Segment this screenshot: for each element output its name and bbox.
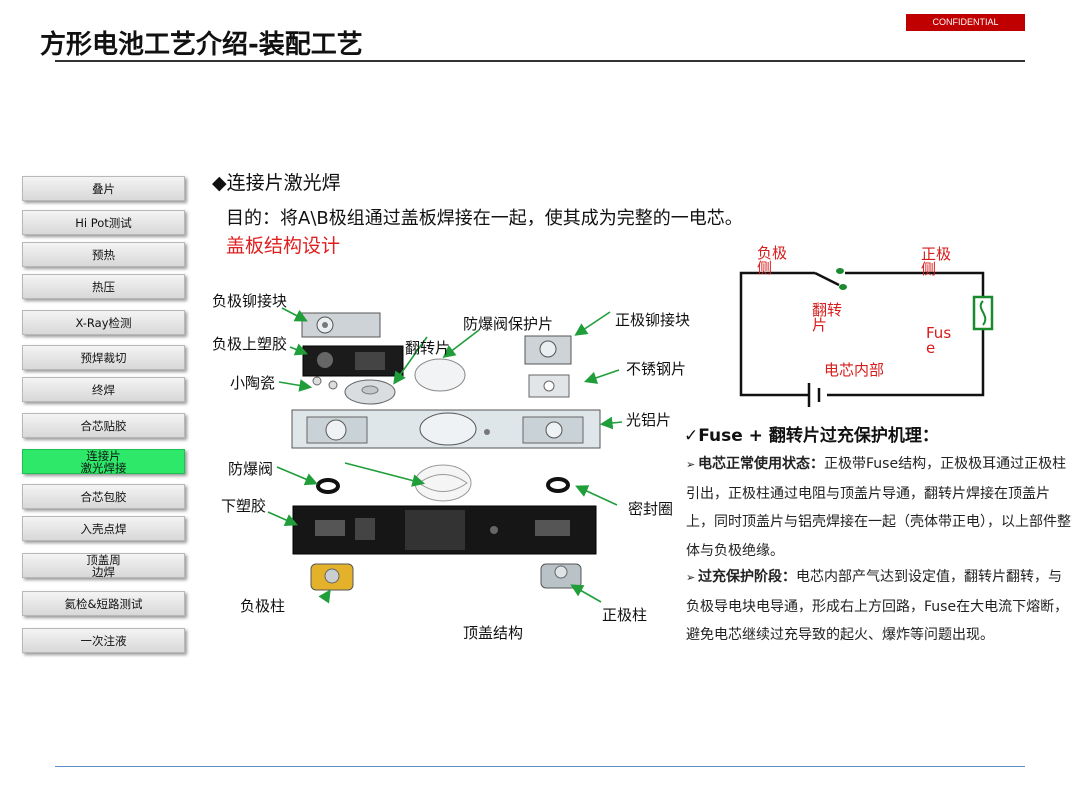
seal-ring-right bbox=[546, 477, 570, 493]
step-xray[interactable]: X-Ray检测 bbox=[22, 310, 185, 335]
normal-state-text: 正极带Fuse结构，正极极耳通过正极柱引出，正极柱通过电阻与顶盖片导通，翻转片焊… bbox=[686, 456, 1071, 559]
pos-rivet-block-part bbox=[524, 335, 572, 365]
bare-aluminum-part bbox=[291, 409, 601, 449]
step-hot-press[interactable]: 热压 bbox=[22, 274, 185, 299]
label-vent: 防爆阀 bbox=[228, 460, 274, 478]
neg-rivet-block-part bbox=[301, 312, 381, 338]
circuit-fuse-label: Fus e bbox=[926, 324, 952, 357]
label-small-ceramic: 小陶瓷 bbox=[230, 374, 276, 392]
bullet-arrow-icon: ➢ bbox=[686, 458, 696, 471]
page-title: 方形电池工艺介绍-装配工艺 bbox=[40, 30, 363, 60]
flip-contact-1 bbox=[836, 268, 844, 274]
overcharge-text: 电芯内部产气达到设定值，翻转片翻转，与负极导电块电导通，形成右上方回路，Fuse… bbox=[686, 569, 1069, 643]
stainless-plate-part bbox=[528, 374, 570, 398]
label-flip-plate: 翻转片 bbox=[405, 339, 451, 357]
cap-design-heading: 盖板结构设计 bbox=[226, 235, 341, 257]
step-prewelding-cutting[interactable]: 预焊裁切 bbox=[22, 345, 185, 370]
lower-plastic-part bbox=[292, 505, 597, 555]
vent-protector-part bbox=[414, 358, 466, 392]
step-stacking[interactable]: 叠片 bbox=[22, 176, 185, 201]
section-heading: ◆连接片激光焊 bbox=[212, 172, 341, 194]
normal-state-paragraph: ➢电芯正常使用状态：正极带Fuse结构，正极极耳通过正极柱引出，正极柱通过电阻与… bbox=[686, 450, 1071, 565]
label-pos-terminal: 正极柱 bbox=[602, 606, 648, 624]
step-core-wrapping[interactable]: 合芯包胶 bbox=[22, 484, 185, 509]
overcharge-paragraph: ➢过充保护阶段：电芯内部产气达到设定值，翻转片翻转，与负极导电块电导通，形成右上… bbox=[686, 563, 1071, 650]
step-case-spot-welding[interactable]: 入壳点焊 bbox=[22, 516, 185, 541]
bullet-arrow-icon: ➢ bbox=[686, 571, 696, 584]
step-preheat[interactable]: 预热 bbox=[22, 242, 185, 267]
label-seal-ring: 密封圈 bbox=[628, 500, 674, 518]
circuit-inner-label: 电芯内部 bbox=[824, 361, 885, 379]
label-lower-plastic: 下塑胶 bbox=[221, 497, 267, 515]
step-hipot-test[interactable]: Hi Pot测试 bbox=[22, 210, 185, 235]
step-first-injection[interactable]: 一次注液 bbox=[22, 628, 185, 653]
circuit-flip-label: 翻转 片 bbox=[812, 301, 843, 334]
cap-exploded-diagram bbox=[267, 307, 623, 604]
footer-divider bbox=[55, 766, 1025, 767]
pos-terminal-part bbox=[540, 563, 582, 589]
overcharge-heading: 过充保护阶段： bbox=[698, 569, 796, 585]
neg-terminal-part bbox=[310, 563, 354, 591]
mechanism-title: ✓Fuse + 翻转片过充保护机理： bbox=[684, 426, 939, 446]
label-cap-structure: 顶盖结构 bbox=[463, 624, 524, 642]
confidential-badge: CONFIDENTIAL bbox=[906, 14, 1025, 31]
flip-contact-2 bbox=[839, 284, 847, 290]
label-neg-upper-plastic: 负极上塑胶 bbox=[212, 335, 288, 353]
normal-state-heading: 电芯正常使用状态： bbox=[698, 456, 824, 472]
step-connector-laser-welding[interactable]: 连接片 激光焊接 bbox=[22, 449, 185, 474]
circuit-pos-side-label: 正极 侧 bbox=[921, 245, 952, 278]
label-vent-protector: 防爆阀保护片 bbox=[463, 315, 554, 333]
title-divider bbox=[55, 60, 1025, 62]
purpose-text: 目的：将A\B极组通过盖板焊接在一起，使其成为完整的一电芯。 bbox=[226, 208, 743, 229]
overcharge-circuit-diagram: 负极 侧 正极 侧 翻转 片 Fus e 电芯内部 bbox=[735, 245, 995, 415]
step-helium-short-test[interactable]: 氦检&短路测试 bbox=[22, 591, 185, 616]
step-cap-perimeter-welding[interactable]: 顶盖周 边焊 bbox=[22, 553, 185, 578]
fuse-symbol bbox=[972, 295, 994, 331]
circuit-neg-side-label: 负极 侧 bbox=[757, 244, 788, 277]
label-neg-terminal: 负极柱 bbox=[240, 597, 286, 615]
step-core-taping[interactable]: 合芯贴胶 bbox=[22, 413, 185, 438]
label-neg-rivet-block: 负极铆接块 bbox=[212, 292, 288, 310]
neg-upper-plastic-part bbox=[302, 345, 404, 377]
label-bare-aluminum: 光铝片 bbox=[626, 411, 672, 429]
seal-ring-left bbox=[316, 478, 340, 494]
vent-part bbox=[414, 464, 472, 502]
small-ceramic-part bbox=[312, 376, 322, 386]
leader-arrows bbox=[267, 307, 623, 604]
label-stainless-plate: 不锈钢片 bbox=[626, 360, 687, 378]
label-pos-rivet-block: 正极铆接块 bbox=[615, 311, 691, 329]
step-final-welding[interactable]: 终焊 bbox=[22, 377, 185, 402]
